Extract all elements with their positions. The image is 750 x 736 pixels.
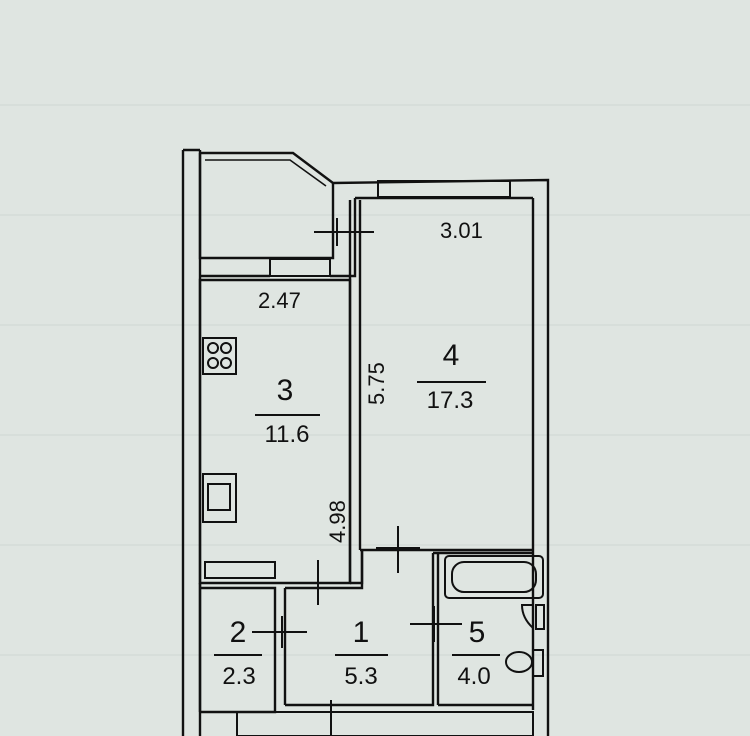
room-1-area: 5.3 bbox=[344, 663, 377, 690]
room-1-number: 1 bbox=[353, 616, 370, 649]
room-3-area: 11.6 bbox=[265, 421, 310, 448]
area-underlines bbox=[214, 381, 500, 656]
room-5-number: 5 bbox=[469, 616, 486, 649]
dimension-room4-length: 5.75 bbox=[364, 362, 389, 405]
washbasin-icon bbox=[520, 604, 545, 630]
kitchen-bottom-window bbox=[204, 561, 276, 579]
dimension-room3-length: 4.98 bbox=[325, 500, 350, 543]
toilet-icon bbox=[505, 649, 544, 677]
balcony-outline bbox=[198, 153, 335, 260]
entrance-strip bbox=[236, 711, 534, 736]
sink-icon bbox=[202, 473, 237, 523]
lower-walls bbox=[198, 550, 533, 714]
room-5-area: 4.0 bbox=[457, 663, 490, 690]
kitchen-window bbox=[269, 258, 331, 277]
balcony-window bbox=[205, 159, 327, 187]
bathtub-icon bbox=[444, 555, 544, 599]
room-4-area: 17.3 bbox=[427, 387, 474, 414]
room-2-number: 2 bbox=[230, 616, 247, 649]
kitchen-partition bbox=[200, 198, 357, 278]
room4-window bbox=[377, 180, 511, 198]
room-2-area: 2.3 bbox=[222, 663, 255, 690]
room-4-number: 4 bbox=[443, 339, 460, 372]
room-3-number: 3 bbox=[277, 374, 294, 407]
door-marks bbox=[252, 218, 462, 736]
dimension-room3-width: 2.47 bbox=[258, 288, 301, 313]
dimension-room4-width: 3.01 bbox=[440, 218, 483, 243]
stove-icon bbox=[202, 337, 237, 375]
